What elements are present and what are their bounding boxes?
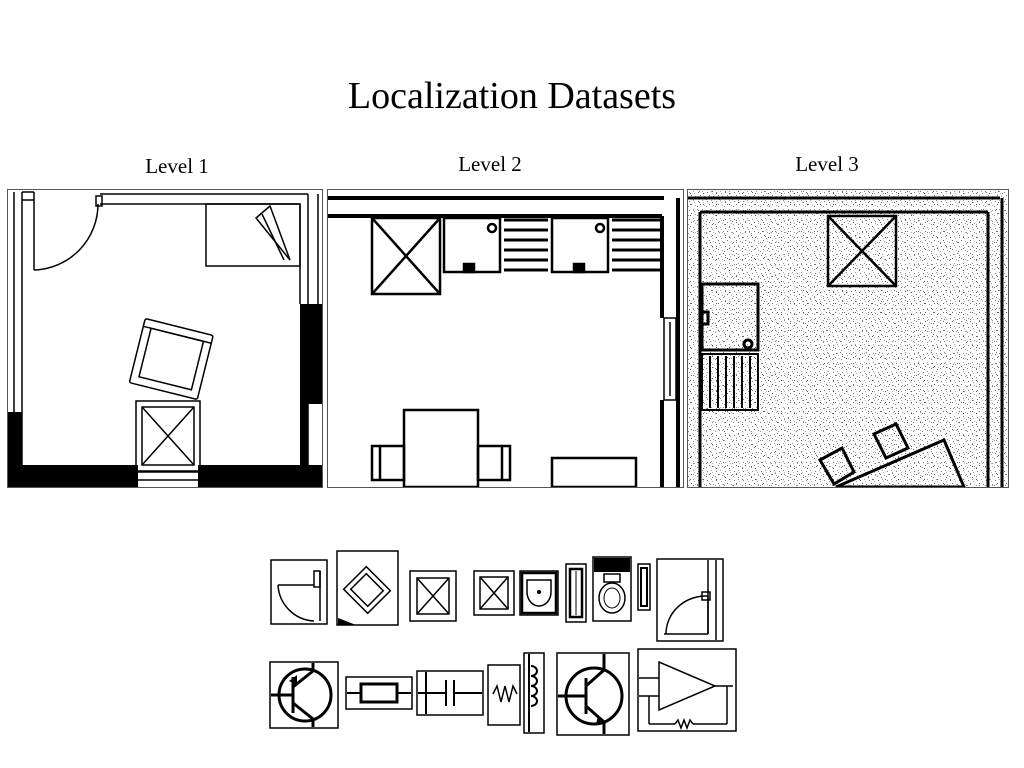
level-3-drawing [688,190,1008,487]
table-icon [135,400,201,472]
table-symbol [473,570,515,616]
window-symbol [565,563,587,623]
table-icon [370,216,442,296]
transistor-symbol [269,661,339,729]
window-symbol [637,563,651,611]
toilet-symbol [592,556,632,622]
level-2-label: Level 2 [458,152,522,176]
window-icon [663,317,677,401]
door-symbol [270,559,328,625]
inductor-symbol [523,652,545,734]
sink-icon [550,216,610,274]
level-2-floor-plan [327,189,684,488]
table-symbol [409,570,457,622]
level-1-floor-plan [7,189,323,488]
level-1-label: Level 1 [145,154,209,178]
sink-symbol [519,570,559,616]
dining-table-icon [817,422,966,487]
door-symbol [656,558,724,642]
dining-table-icon [370,408,638,487]
sink-icon [700,282,760,352]
amplifier-symbol [637,648,737,732]
level-1-drawing [8,191,322,487]
level-3-floor-plan [687,189,1009,488]
table-icon [826,214,898,288]
transistor-symbol [556,652,630,736]
bed-icon [205,203,301,267]
armchair-icon [128,318,214,400]
resistor-symbol [487,664,521,726]
armchair-symbol [336,550,399,626]
capacitor-symbol [416,670,484,716]
sink-icon [442,216,502,274]
door-icon [33,192,103,271]
resistor-symbol [345,676,413,710]
level-3-label: Level 3 [795,152,859,176]
level-2-drawing [328,196,680,487]
slide-title: Localization Datasets [347,75,677,117]
